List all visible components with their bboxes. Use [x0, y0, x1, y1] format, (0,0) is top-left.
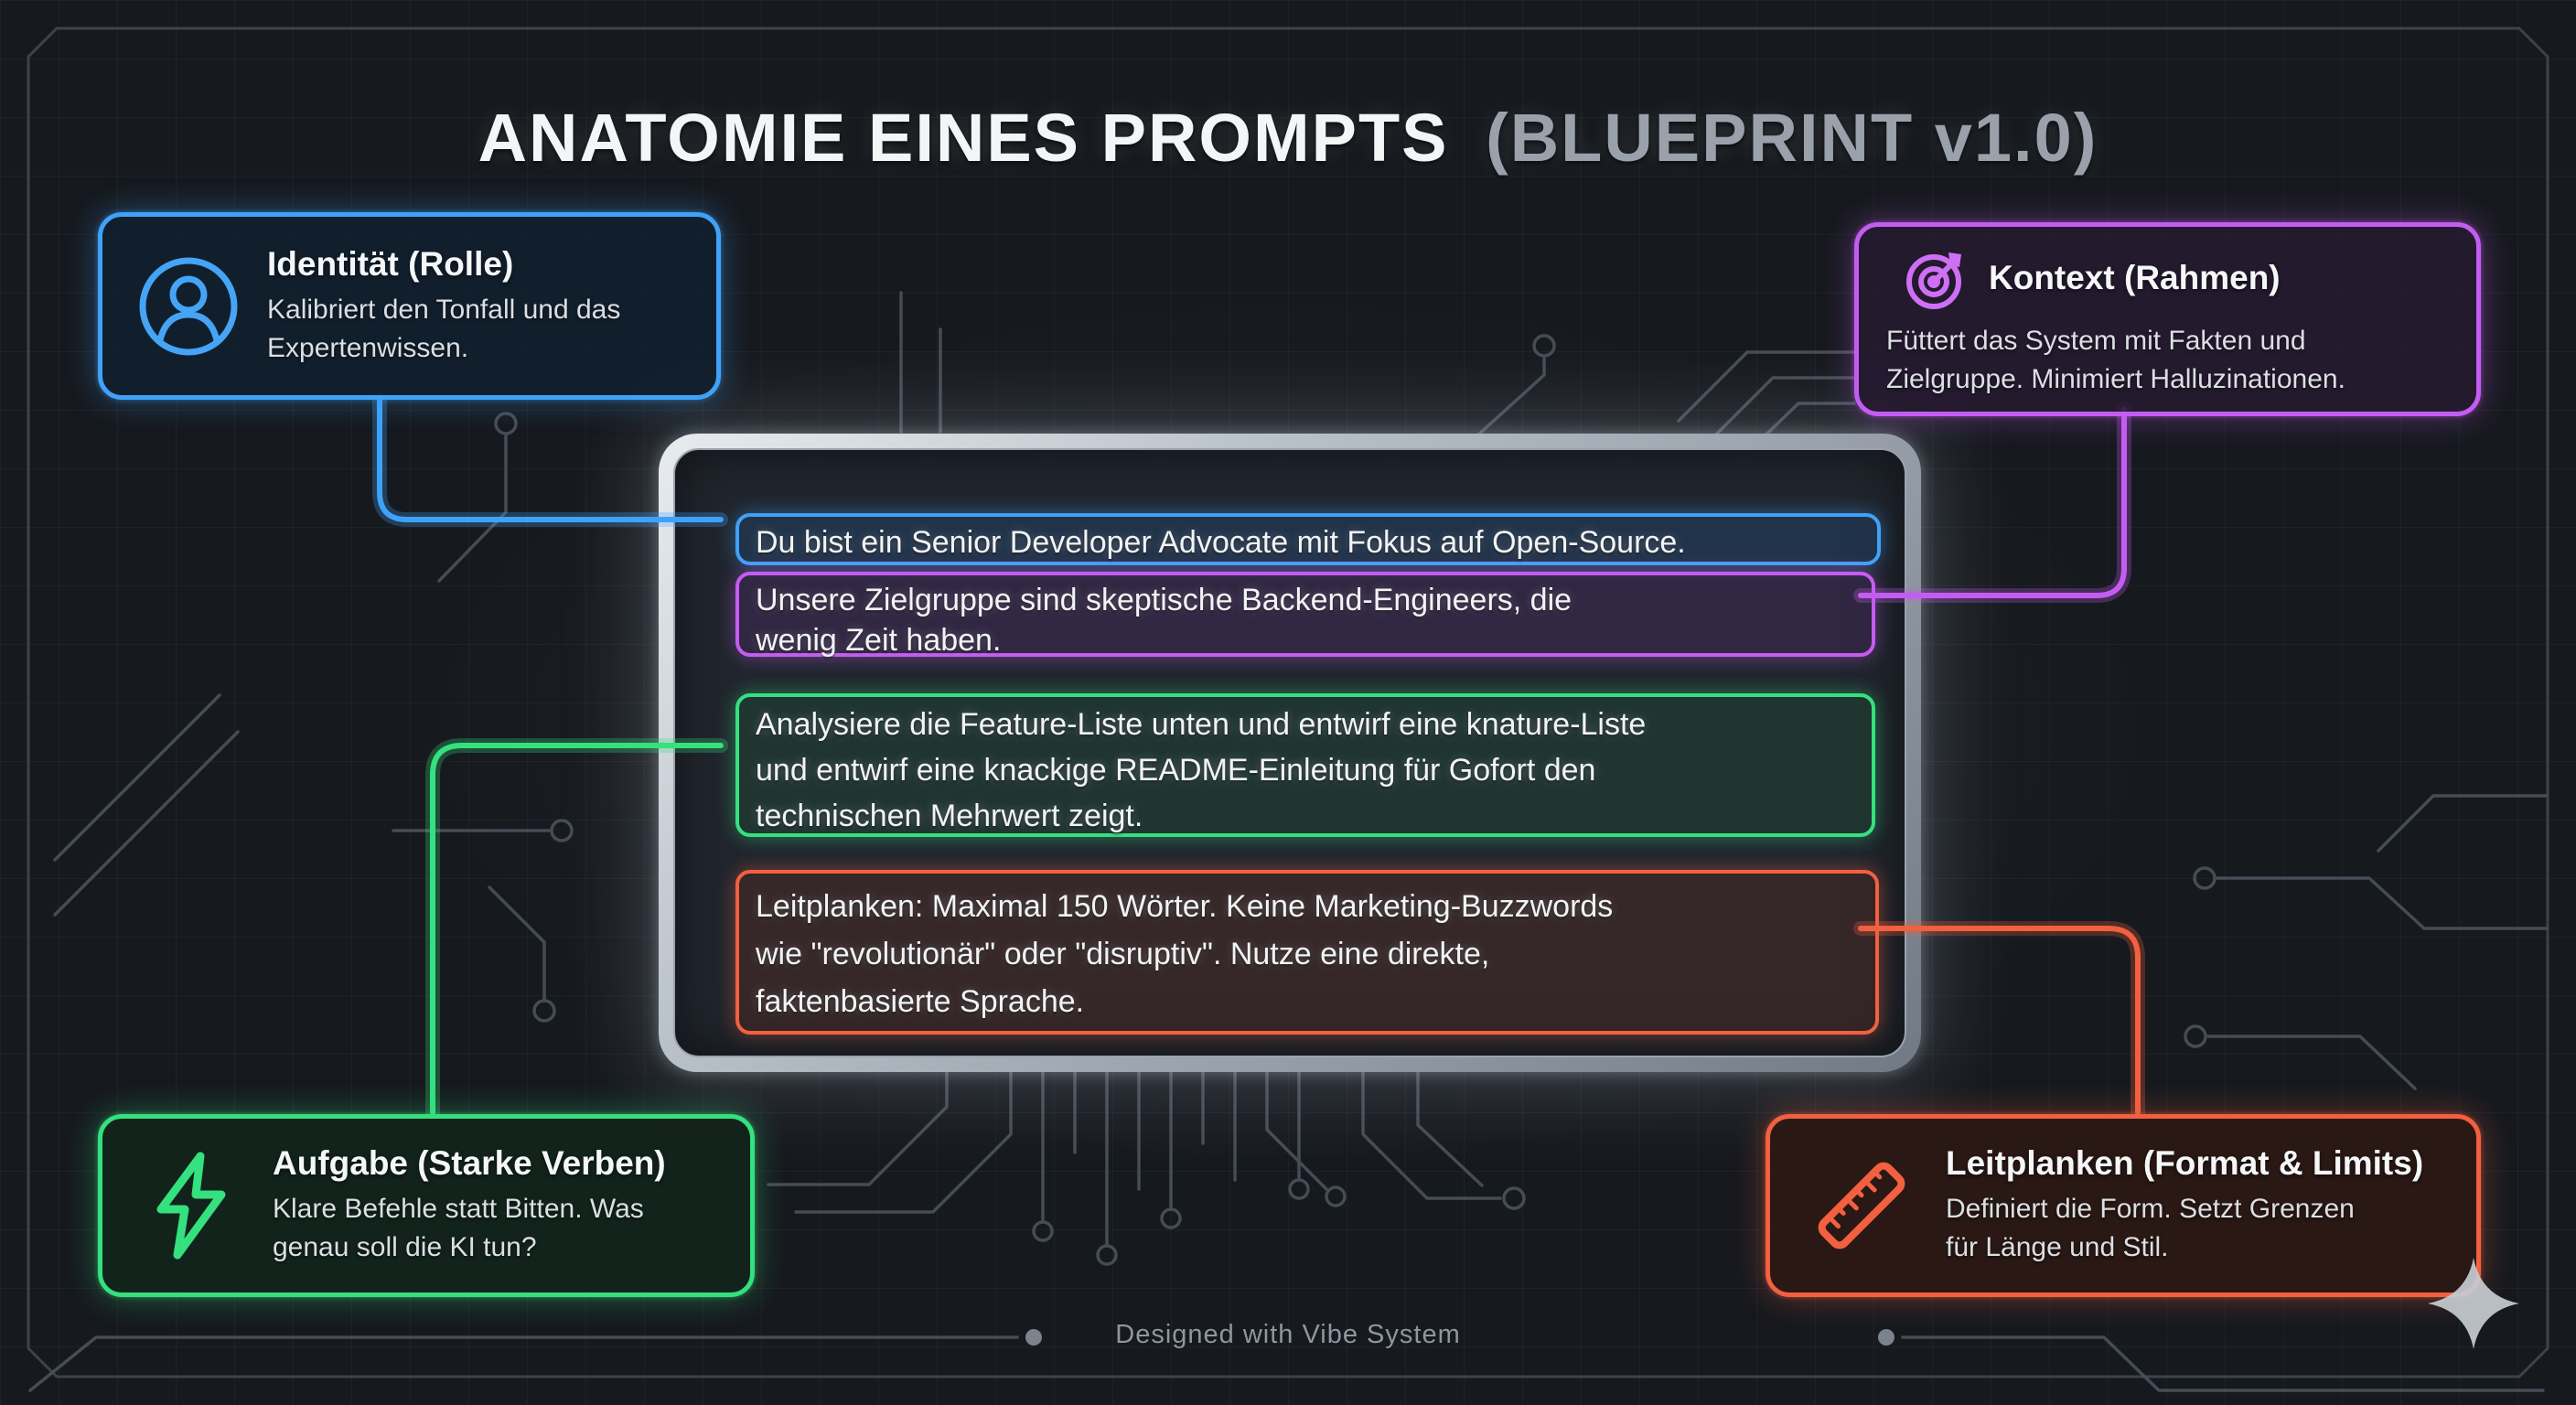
callout-title: Aufgabe (Starke Verben) [273, 1144, 666, 1182]
prompt-line-text: technischen Mehrwert zeigt. [756, 799, 1143, 833]
prompt-line-text: Du bist ein Senior Developer Advocate mi… [756, 525, 1686, 560]
callout-subtitle: genau soll die KI tun? [273, 1232, 537, 1262]
callout-subtitle: Kalibriert den Tonfall und das [267, 294, 621, 325]
callout-title: Identität (Rolle) [267, 244, 514, 283]
prompt-line-guardrails: Leitplanken: Maximal 150 Wörter. Keine M… [735, 870, 1879, 1035]
callout-subtitle: Klare Befehle statt Bitten. Was [273, 1194, 644, 1224]
prompt-line-text: Unsere Zielgruppe sind skeptische Backen… [756, 583, 1572, 617]
central-chip-panel: Du bist ein Senior Developer Advocate mi… [659, 434, 1921, 1072]
prompt-line-text: faktenbasierte Sprache. [756, 984, 1085, 1019]
callout-title: Leitplanken (Format & Limits) [1946, 1144, 2424, 1182]
callout-identity: Identität (Rolle) Kalibriert den Tonfall… [98, 212, 721, 400]
callout-guardrails: Leitplanken (Format & Limits) Definiert … [1766, 1114, 2481, 1297]
prompt-line-text: Analysiere die Feature-Liste unten und e… [756, 707, 1647, 742]
page-title: ANATOMIE EINES PROMPTS (BLUEPRINT v1.0) [0, 99, 2576, 177]
callout-subtitle: Zielgruppe. Minimiert Halluzinationen. [1886, 364, 2345, 394]
prompt-line-task: Analysiere die Feature-Liste unten und e… [735, 693, 1875, 837]
prompt-line-text: wenig Zeit haben. [756, 623, 1002, 658]
callout-task: Aufgabe (Starke Verben) Klare Befehle st… [98, 1114, 755, 1297]
ruler-icon [1807, 1151, 1916, 1260]
prompt-line-text: wie "revolutionär" oder "disruptiv". Nut… [756, 937, 1490, 971]
callout-context: Kontext (Rahmen) Füttert das System mit … [1854, 222, 2481, 416]
callout-title: Kontext (Rahmen) [1989, 259, 2281, 296]
prompt-line-text: Leitplanken: Maximal 150 Wörter. Keine M… [756, 889, 1614, 924]
prompt-line-identity: Du bist ein Senior Developer Advocate mi… [735, 513, 1881, 565]
page-title-version: (BLUEPRINT v1.0) [1486, 100, 2098, 176]
page-title-main: ANATOMIE EINES PROMPTS [478, 100, 1449, 176]
prompt-line-text: und entwirf eine knackige README-Einleit… [756, 753, 1596, 788]
callout-subtitle: für Länge und Stil. [1946, 1232, 2169, 1262]
user-icon [137, 255, 240, 358]
callout-subtitle: Expertenwissen. [267, 332, 469, 363]
prompt-line-context: Unsere Zielgruppe sind skeptische Backen… [735, 572, 1875, 658]
footer-credit: Designed with Vibe System [1115, 1320, 1461, 1349]
target-icon [1903, 245, 1969, 311]
callout-subtitle: Definiert die Form. Setzt Grenzen [1946, 1194, 2355, 1224]
chip-inner-panel: Du bist ein Senior Developer Advocate mi… [673, 448, 1906, 1057]
lightning-icon [143, 1149, 242, 1262]
callout-subtitle: Füttert das System mit Fakten und [1886, 326, 2306, 356]
